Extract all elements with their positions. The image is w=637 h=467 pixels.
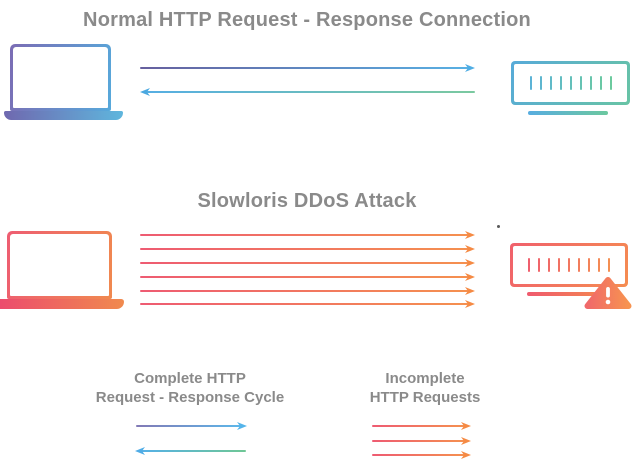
legend-incomplete-arrow [372, 422, 471, 430]
server-body [511, 61, 630, 105]
legend-complete-label: Complete HTTP Request - Response Cycle [60, 369, 320, 407]
legend-incomplete-line2: HTTP Requests [369, 389, 481, 406]
incomplete-request-arrow [140, 300, 475, 308]
incomplete-request-arrow [140, 231, 475, 239]
server-vents [514, 64, 627, 102]
server-stand [527, 292, 607, 296]
normal-section-title: Normal HTTP Request - Response Connectio… [83, 9, 531, 31]
laptop-screen [10, 44, 111, 111]
http-request-arrow [140, 64, 475, 72]
laptop-screen [7, 231, 112, 299]
incomplete-request-arrow [140, 273, 475, 281]
attacked-server-icon [510, 243, 637, 313]
server-icon [511, 61, 630, 117]
legend-complete-line1: Complete HTTP [134, 370, 246, 387]
legend-incomplete-arrow [372, 451, 471, 459]
incomplete-request-arrow [140, 245, 475, 253]
laptop-base [0, 299, 124, 309]
laptop-icon [0, 44, 130, 124]
incomplete-request-arrow [140, 287, 475, 295]
server-stand [528, 111, 608, 115]
server-body [510, 243, 628, 287]
attacker-laptop-icon [0, 231, 130, 311]
http-response-arrow [140, 88, 475, 96]
laptop-base [4, 111, 123, 120]
legend-request-arrow [136, 422, 247, 430]
incomplete-request-arrow [140, 259, 475, 267]
attack-section-title: Slowloris DDoS Attack [197, 190, 417, 212]
stray-dot [497, 225, 500, 228]
legend-response-arrow [135, 447, 246, 455]
legend-incomplete-line1: Incomplete [385, 370, 465, 387]
warning-triangle-icon [584, 277, 632, 309]
legend-complete-line2: Request - Response Cycle [95, 389, 285, 406]
legend-incomplete-arrow [372, 437, 471, 445]
legend-incomplete-label: Incomplete HTTP Requests [315, 369, 535, 407]
